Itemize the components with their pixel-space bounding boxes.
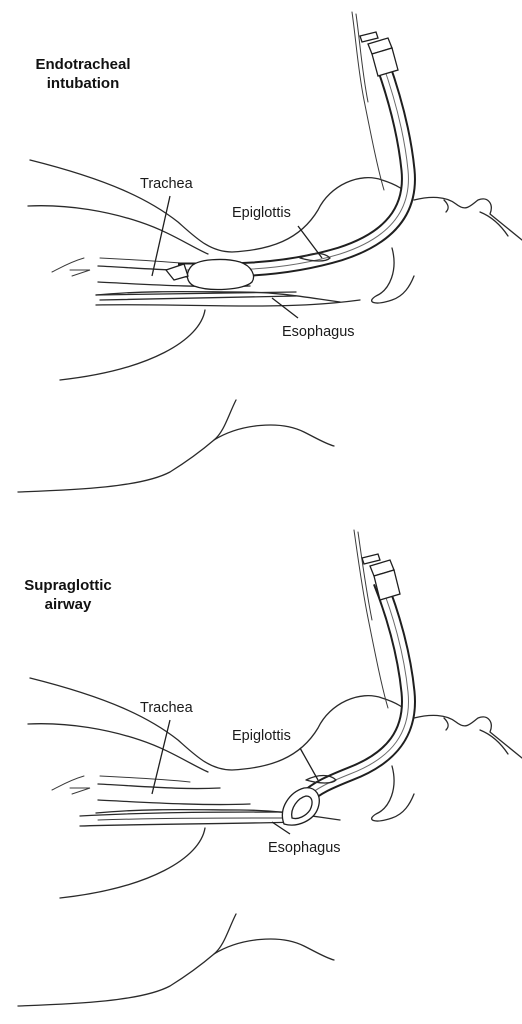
panel-title: Endotracheal intubation bbox=[8, 55, 158, 93]
esophagus-label: Esophagus bbox=[268, 840, 341, 857]
epiglottis-label: Epiglottis bbox=[232, 205, 291, 222]
supraglottic-airway-panel: Supraglottic airway Trachea Epiglottis E… bbox=[0, 512, 522, 1024]
trachea-label: Trachea bbox=[140, 700, 193, 717]
panel-title-line-2: airway bbox=[6, 595, 130, 614]
trachea-label: Trachea bbox=[140, 176, 193, 193]
panel-title-line-2: intubation bbox=[8, 74, 158, 93]
endotracheal-intubation-panel: Endotracheal intubation Trachea Epiglott… bbox=[0, 0, 522, 512]
esophagus bbox=[80, 812, 300, 826]
endotracheal-tube bbox=[166, 12, 408, 289]
panel-title-line-1: Supraglottic bbox=[6, 576, 130, 595]
epiglottis-leader bbox=[298, 226, 322, 258]
supraglottic-airway-device bbox=[282, 530, 408, 825]
epiglottis-label: Epiglottis bbox=[232, 728, 291, 745]
panel-title: Supraglottic airway bbox=[6, 576, 130, 614]
panel-title-line-1: Endotracheal bbox=[8, 55, 158, 74]
epiglottis-leader bbox=[300, 748, 318, 780]
trachea bbox=[98, 784, 250, 805]
trachea-leader bbox=[152, 196, 170, 276]
trachea-leader bbox=[152, 720, 170, 794]
esophagus-leader bbox=[272, 298, 298, 318]
esophagus-label: Esophagus bbox=[282, 324, 355, 341]
